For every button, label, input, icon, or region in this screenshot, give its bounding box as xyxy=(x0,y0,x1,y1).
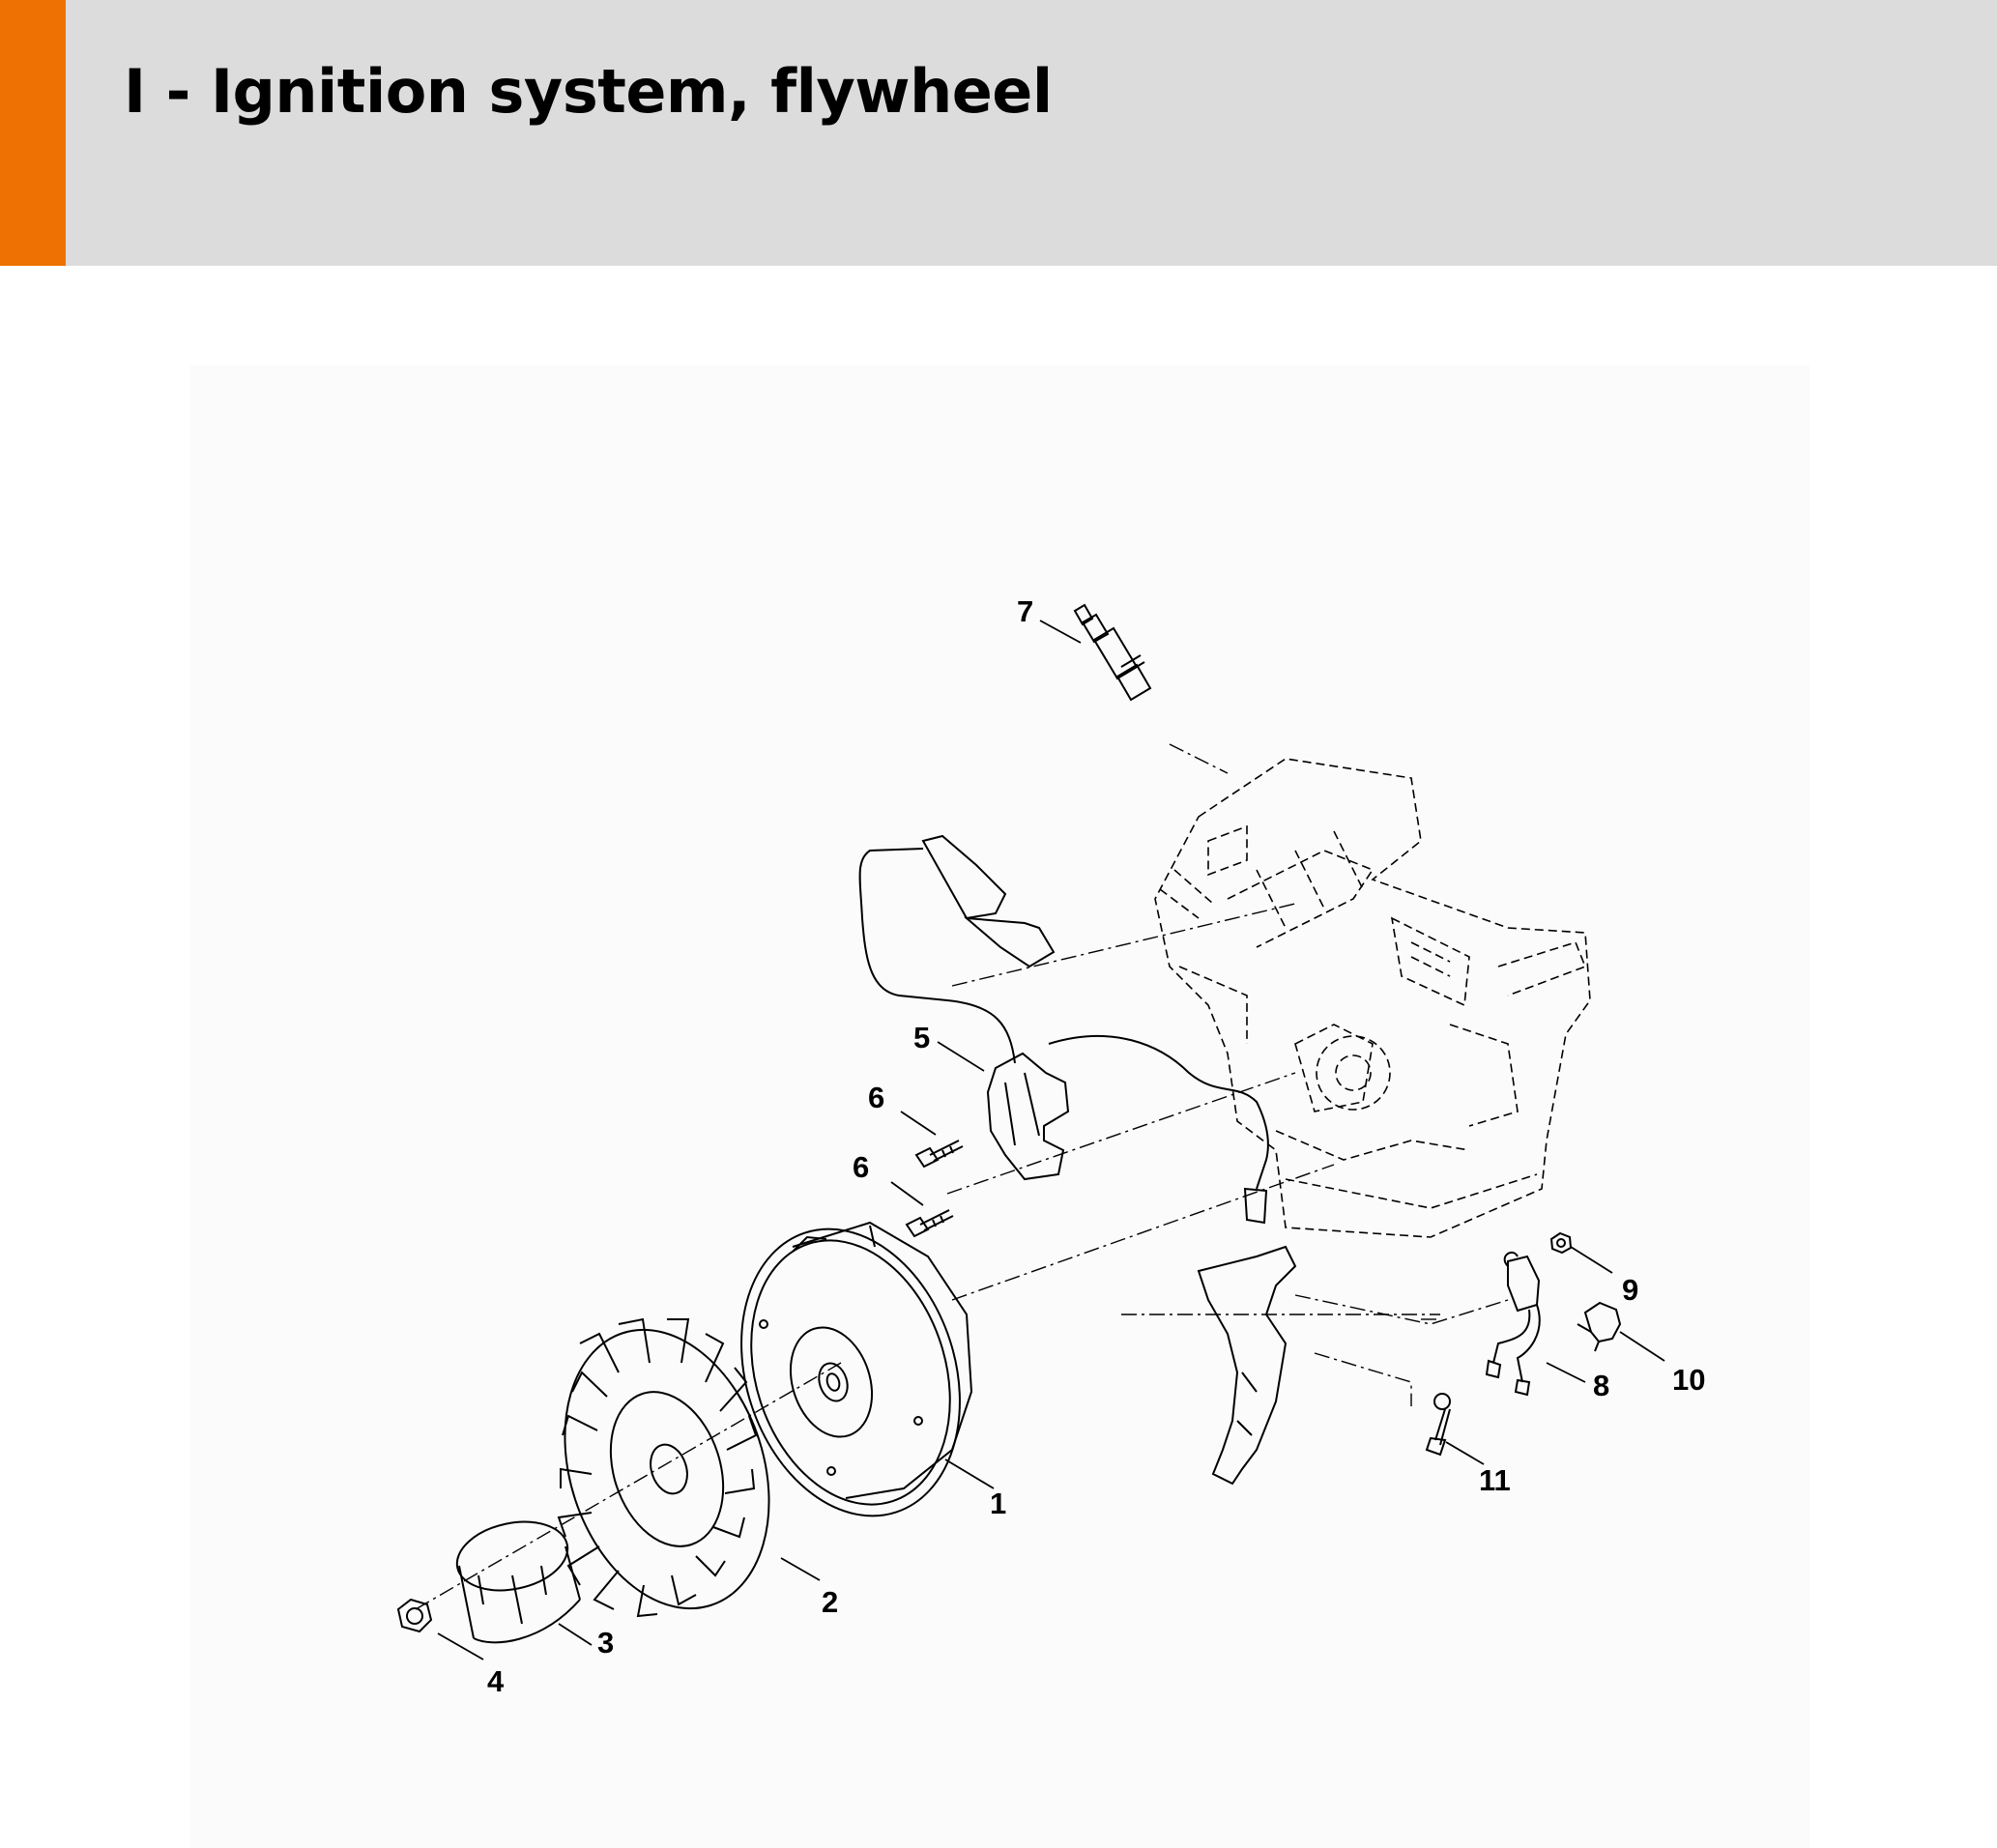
callout-4: 4 xyxy=(487,1664,505,1698)
clip xyxy=(1577,1301,1622,1352)
callout-10: 10 xyxy=(1672,1363,1705,1397)
callout-6-upper: 6 xyxy=(868,1081,884,1114)
spark-plug xyxy=(1073,603,1152,702)
callout-7: 7 xyxy=(1017,594,1033,628)
page-title: I - Ignition system, flywheel xyxy=(124,56,1053,127)
header-accent-bar xyxy=(0,0,66,266)
nut xyxy=(396,1598,433,1633)
engine-block-outline xyxy=(1154,758,1591,1238)
callout-5: 5 xyxy=(913,1021,930,1054)
callout-11: 11 xyxy=(1479,1463,1511,1497)
fan-wheel xyxy=(557,1317,770,1618)
ignition-module xyxy=(858,834,1269,1225)
callout-8: 8 xyxy=(1593,1369,1609,1402)
bracket xyxy=(1197,1245,1297,1486)
callout-3: 3 xyxy=(597,1626,614,1660)
wiring-harness xyxy=(1485,1251,1541,1397)
diagram-panel xyxy=(189,365,1809,1848)
page-header: I - Ignition system, flywheel xyxy=(0,0,1997,266)
screws xyxy=(905,1140,964,1238)
callout-9: 9 xyxy=(1622,1273,1638,1307)
callout-6-lower: 6 xyxy=(853,1150,869,1184)
starter-cup xyxy=(455,1520,581,1644)
callout-2: 2 xyxy=(822,1585,838,1619)
terminal xyxy=(1425,1393,1451,1457)
flywheel xyxy=(740,1221,973,1517)
assembly-lines xyxy=(415,743,1509,1610)
callout-labels: 7 5 6 6 1 2 3 4 8 9 10 11 xyxy=(487,594,1705,1698)
callout-1: 1 xyxy=(990,1487,1006,1520)
leader-lines xyxy=(437,620,1665,1660)
nut-small xyxy=(1549,1231,1573,1255)
